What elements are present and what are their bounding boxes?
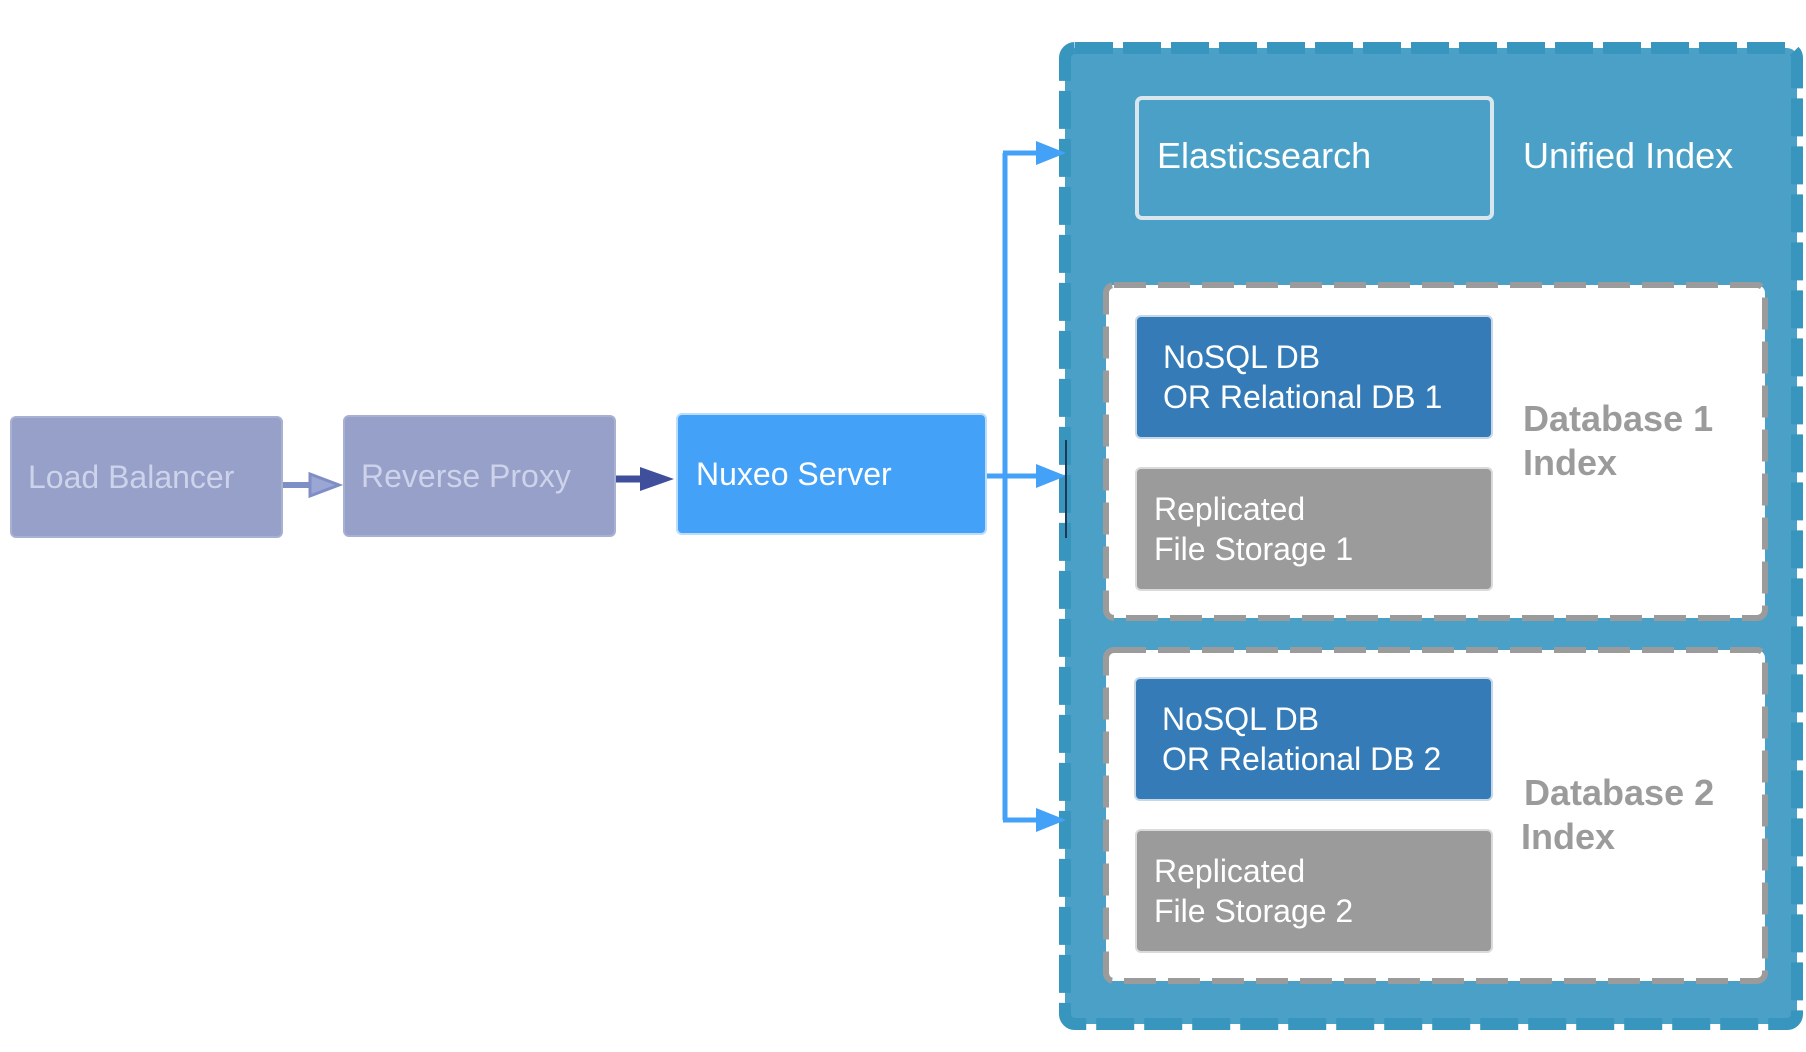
nuxeo-server-label: Nuxeo Server	[696, 456, 892, 492]
database1-line2: OR Relational DB 1	[1163, 379, 1443, 415]
load-balancer-label: Load Balancer	[28, 459, 235, 495]
reverse-proxy-label: Reverse Proxy	[361, 458, 571, 494]
database1-line1: NoSQL DB	[1163, 339, 1321, 375]
database1-index-label: Database 1 Index	[1523, 397, 1713, 485]
arrow-lb-to-proxy-head	[308, 471, 344, 499]
database1-index-line2: Index	[1523, 441, 1618, 483]
storage1-node: Replicated File Storage 1	[1135, 467, 1493, 591]
storage2-line1: Replicated	[1154, 853, 1306, 889]
storage1-line1: Replicated	[1154, 491, 1306, 527]
database2-index-line2: Index	[1521, 815, 1616, 857]
database2-index-line1: Database 2	[1524, 772, 1715, 813]
load-balancer-node: Load Balancer	[10, 416, 283, 538]
database2-node: NoSQL DB OR Relational DB 2	[1134, 677, 1493, 801]
database1-node: NoSQL DB OR Relational DB 1	[1135, 315, 1493, 439]
arrow-to-elasticsearch-head	[1036, 141, 1066, 165]
arrow-proxy-to-nuxeo-head	[640, 467, 674, 491]
storage1-line2: File Storage 1	[1154, 531, 1354, 567]
elasticsearch-box	[1135, 96, 1494, 220]
arrow-nuxeo-fanout	[987, 150, 1040, 823]
database2-line1: NoSQL DB	[1162, 701, 1320, 737]
database2-index-label: Database 2 Index	[1521, 771, 1714, 859]
nuxeo-server-node: Nuxeo Server	[676, 413, 987, 535]
storage2-line2: File Storage 2	[1154, 893, 1354, 929]
unified-index-label: Unified Index	[1523, 135, 1734, 176]
arrow-to-database1-head	[1036, 464, 1066, 488]
reverse-proxy-node: Reverse Proxy	[343, 415, 616, 537]
storage2-node: Replicated File Storage 2	[1135, 829, 1493, 953]
arrow-to-database2-head	[1036, 808, 1066, 832]
database1-index-line1: Database 1	[1523, 398, 1714, 439]
database2-line2: OR Relational DB 2	[1162, 741, 1442, 777]
elasticsearch-label: Elasticsearch	[1157, 135, 1372, 176]
